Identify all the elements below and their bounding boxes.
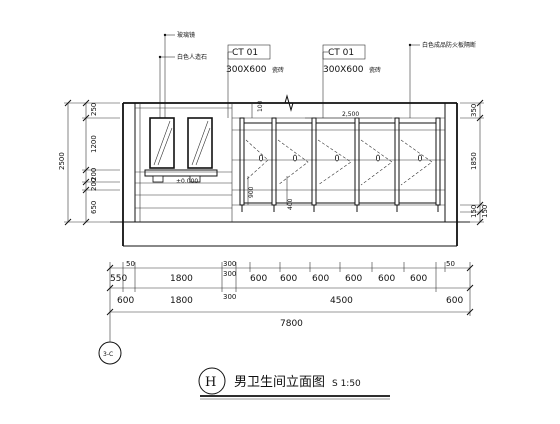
left-dim-250: 250 [90, 103, 98, 116]
dim-400: 400 [287, 198, 294, 210]
dim-2500-inner: 2,500 [342, 111, 359, 118]
drawing-title: 男卫生间立面图 [234, 375, 325, 390]
callout-tile-size-1: 300X600 [226, 65, 267, 75]
row2-dim-4500: 4500 [330, 296, 353, 306]
row2-dim-600-right: 600 [446, 296, 463, 306]
right-dim-150b: 150 [481, 205, 489, 218]
left-dim-200a: 200 [90, 168, 98, 181]
row1-dim-600b: 600 [280, 274, 297, 284]
left-wall-tiles [135, 103, 233, 222]
row1-dim-600c: 600 [312, 274, 329, 284]
right-dim-150a: 150 [470, 205, 478, 218]
drawing-scale: S 1:50 [332, 379, 361, 389]
mirror-pair [149, 117, 213, 169]
row1-dim-600a: 600 [250, 274, 267, 284]
callout-tile-unit-2: 瓷砖 [369, 66, 381, 74]
dim-900: 900 [248, 186, 255, 198]
row1-dim-50-left: 50 [126, 260, 135, 268]
left-dim-650: 650 [90, 201, 98, 214]
callout-tile-unit-1: 瓷砖 [272, 66, 284, 74]
left-dimension-lines [64, 99, 120, 226]
row2-dim-600-left: 600 [117, 296, 134, 306]
dim-100: 100 [257, 100, 264, 112]
stall-wall [232, 117, 445, 206]
vanity-counter: ±0.000 [144, 169, 218, 185]
callout-mirror: 玻璃镜 [177, 31, 195, 39]
right-dimension-lines [460, 99, 484, 226]
row1-dim-300b: 300 [223, 260, 236, 268]
callout-tile-code-1: CT 01 [232, 48, 258, 58]
row1-dim-600d: 600 [345, 274, 362, 284]
grid-marker [98, 316, 122, 365]
row1-dim-600f: 600 [410, 274, 427, 284]
row1-dim-50-right: 50 [446, 260, 455, 268]
row2-dim-1800: 1800 [170, 296, 193, 306]
bottom-dimension-lines [106, 262, 474, 316]
title-block [198, 367, 390, 400]
grid-label: 3-C [103, 351, 113, 358]
left-dim-1200: 1200 [90, 135, 98, 153]
elevation-frame [110, 94, 470, 247]
row2-dim-300: 300 [223, 293, 236, 301]
right-dim-1850: 1850 [470, 152, 478, 170]
row1-dim-300a: 300 [223, 270, 236, 278]
total-dim-7800: 7800 [280, 319, 303, 329]
row1-dim-1800: 1800 [170, 274, 193, 284]
callout-tile-code-2: CT 01 [328, 48, 354, 58]
stall-partitions [239, 117, 441, 212]
row1-dim-550: 550 [110, 274, 127, 284]
callout-partition: 白色成品防火板隔断 [422, 41, 476, 49]
left-total-2500: 2500 [58, 152, 66, 170]
title-marker: H [205, 375, 216, 390]
floor-level: ±0.000 [176, 178, 198, 185]
left-dim-200b: 200 [90, 178, 98, 191]
right-dim-350: 350 [470, 104, 478, 117]
callout-tile-size-2: 300X600 [323, 65, 364, 75]
row1-dim-600e: 600 [378, 274, 395, 284]
callout-stone: 白色人造石 [177, 53, 207, 61]
inner-dimensions [247, 103, 392, 205]
